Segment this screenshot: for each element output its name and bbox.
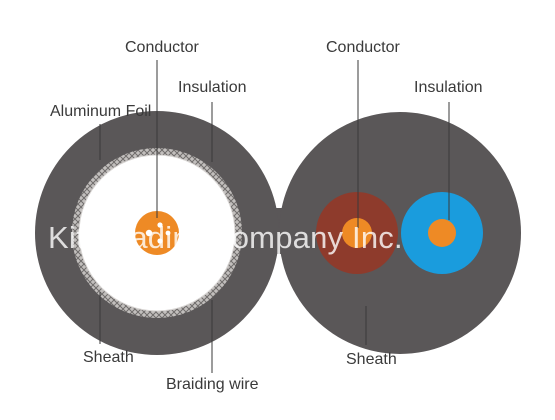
right-insulation-label: Insulation bbox=[414, 79, 483, 96]
left-conductor bbox=[135, 211, 179, 255]
left-conductor-label: Conductor bbox=[125, 39, 199, 56]
left-insulation-label: Insulation bbox=[178, 79, 247, 96]
watermark-text: Kite trading company Inc. bbox=[48, 220, 403, 255]
right-conductor-label: Conductor bbox=[326, 39, 400, 56]
left-sheath-label: Sheath bbox=[83, 349, 134, 366]
leader-lines bbox=[99, 60, 450, 373]
right-sheath-label: Sheath bbox=[346, 351, 397, 368]
right-sheath bbox=[279, 112, 521, 354]
left-conductor-strands bbox=[145, 222, 171, 244]
brown-conductor bbox=[342, 218, 372, 248]
aluminum-foil-label: Aluminum Foil bbox=[50, 103, 152, 120]
braiding-wire-label: Braiding wire bbox=[166, 376, 259, 393]
blue-conductor bbox=[428, 219, 456, 247]
